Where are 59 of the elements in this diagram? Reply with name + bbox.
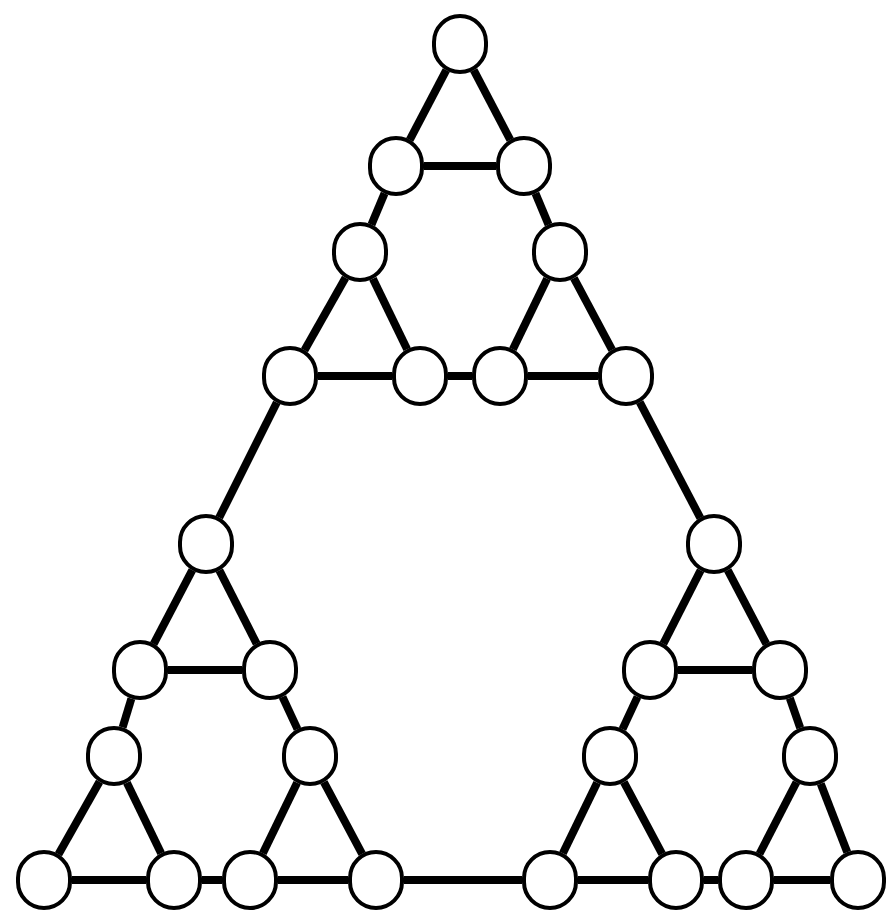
graph-vertex bbox=[282, 726, 338, 786]
graph-edge bbox=[150, 568, 196, 646]
graph-vertex bbox=[112, 640, 168, 700]
graph-edge bbox=[756, 780, 800, 856]
graph-vertex bbox=[522, 850, 578, 910]
graph-vertex bbox=[496, 136, 552, 196]
graph-edge bbox=[318, 372, 392, 380]
graph-edge bbox=[570, 276, 616, 352]
graph-edge bbox=[578, 876, 648, 884]
graph-edge bbox=[531, 191, 553, 227]
graph-edge bbox=[774, 876, 830, 884]
graph-edge bbox=[448, 372, 472, 380]
graph-vertex bbox=[622, 640, 678, 700]
graph-vertex bbox=[598, 346, 654, 406]
graph-edge bbox=[424, 162, 496, 170]
graph-edge bbox=[320, 780, 366, 856]
graph-vertex bbox=[222, 850, 278, 910]
graph-vertex bbox=[368, 136, 424, 196]
graph-edge bbox=[118, 697, 136, 729]
graph-edge bbox=[636, 400, 704, 520]
graph-edge bbox=[817, 782, 851, 854]
graph-vertex bbox=[718, 850, 774, 910]
graph-vertex bbox=[332, 222, 388, 282]
graph-vertex bbox=[752, 640, 808, 700]
graph-vertex bbox=[532, 222, 588, 282]
graph-vertex bbox=[648, 850, 704, 910]
graph-vertex bbox=[392, 346, 448, 406]
graph-edge bbox=[528, 372, 598, 380]
graph-edge bbox=[278, 695, 302, 731]
graph-vertex bbox=[178, 514, 234, 574]
graph-edge bbox=[704, 876, 718, 884]
graph-vertex bbox=[262, 346, 318, 406]
graph-vertex bbox=[472, 346, 528, 406]
graph-edge bbox=[620, 780, 666, 856]
graph-vertex bbox=[782, 726, 838, 786]
graph-vertex bbox=[242, 640, 298, 700]
graph-vertex bbox=[146, 850, 202, 910]
graph-edge bbox=[659, 568, 705, 646]
graph-vertex bbox=[830, 850, 886, 910]
graph-vertex bbox=[348, 850, 404, 910]
graph-vertex bbox=[86, 726, 142, 786]
graph-edge bbox=[72, 876, 146, 884]
graph-edge bbox=[367, 191, 389, 227]
graph-edge bbox=[215, 400, 281, 520]
graph-edge bbox=[786, 696, 804, 730]
graph-vertex bbox=[432, 14, 488, 74]
graph-vertex bbox=[16, 850, 72, 910]
graph-edge bbox=[724, 568, 770, 646]
graph-edge bbox=[678, 666, 752, 674]
graph-edge bbox=[470, 68, 514, 142]
graph-edge bbox=[278, 876, 348, 884]
graph-edge bbox=[404, 876, 522, 884]
graph-edge bbox=[215, 568, 261, 646]
graph-vertex bbox=[686, 514, 742, 574]
graph-vertex bbox=[582, 726, 638, 786]
graph-edge bbox=[618, 695, 642, 731]
graph-edge bbox=[406, 68, 450, 142]
graph-edge bbox=[202, 876, 222, 884]
graph-edge bbox=[168, 666, 242, 674]
